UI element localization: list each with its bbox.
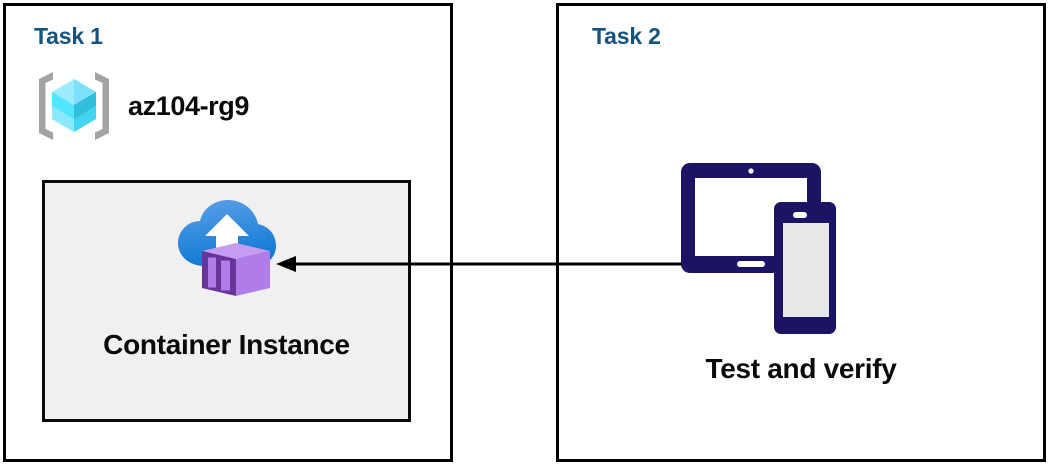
task-1-title: Task 1 (34, 23, 103, 49)
resource-group-name: az104-rg9 (128, 90, 249, 121)
test-and-verify-label: Test and verify (705, 353, 897, 384)
container-instance-label: Container Instance (103, 329, 350, 360)
container-instance-card: Container Instance (42, 180, 411, 422)
resource-group-icon (39, 72, 109, 140)
devices-icon (681, 163, 836, 334)
arrow-task2-to-container-instance (276, 256, 682, 272)
container-instance-icon (177, 200, 276, 296)
resource-group-row: az104-rg9 (34, 66, 249, 146)
task-2-title: Task 2 (592, 23, 661, 49)
panel-task-1: Task 1 az104-rg9 (3, 3, 453, 462)
